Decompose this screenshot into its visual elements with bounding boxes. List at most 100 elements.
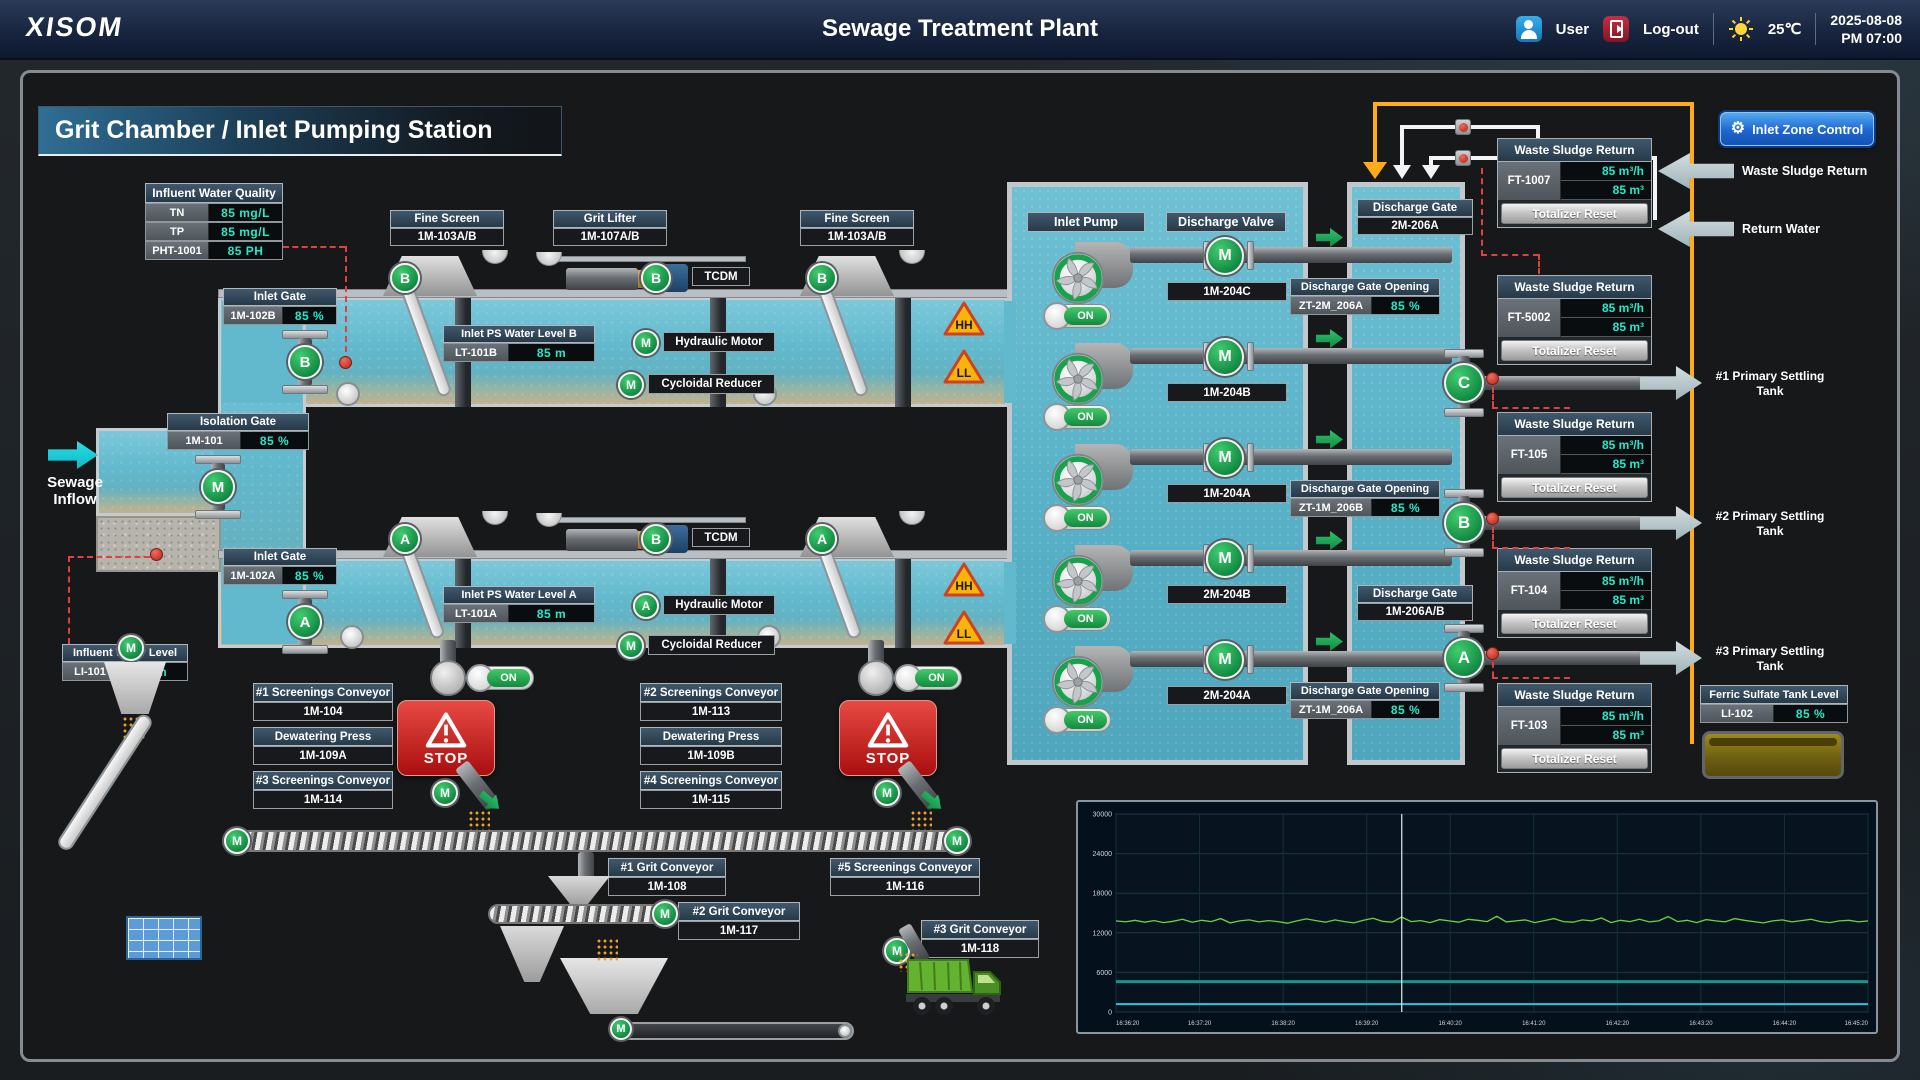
ll-alarm-icon: LL — [943, 349, 985, 384]
inlet-gate-b-valve[interactable]: B — [282, 330, 328, 394]
pump-on-toggle[interactable]: ON — [1043, 706, 1111, 734]
flow-meter-box: Waste Sludge Return FT-1007 85 m³/h 85 m… — [1497, 138, 1652, 228]
valve-badge: B — [1444, 503, 1484, 543]
valve-badge: B — [288, 345, 322, 379]
pump-impeller-icon[interactable] — [1050, 250, 1106, 306]
lifter-badge[interactable]: B — [641, 263, 671, 293]
user-label[interactable]: User — [1555, 20, 1590, 38]
tank-2-label: #2 Primary Settling Tank — [1715, 509, 1825, 538]
lifter-badge[interactable]: B — [641, 524, 671, 554]
tank-1-label: #1 Primary Settling Tank — [1715, 369, 1825, 398]
press-on-toggle[interactable]: ON — [894, 664, 962, 692]
discharge-valve-badge[interactable]: M — [1206, 338, 1244, 376]
dump-truck — [906, 959, 1001, 1015]
belt-pulley — [336, 382, 360, 406]
app-header: XISOM Sewage Treatment Plant User Log-ou… — [0, 0, 1920, 60]
cycloidal-reducer-badge[interactable]: M — [618, 372, 644, 398]
grit-lifter-id: 1M-107A/B — [553, 228, 667, 246]
press-drive — [430, 660, 466, 696]
screen-badge[interactable]: A — [390, 524, 420, 554]
meter-flow: 85 m³/h — [1561, 707, 1651, 726]
collection-crate — [126, 916, 202, 960]
wsr-title: Waste Sludge Return — [1498, 413, 1651, 436]
stop-label: STOP — [865, 749, 911, 767]
tank-pipe — [1478, 376, 1642, 390]
screw-motor-badge[interactable]: M — [652, 901, 678, 927]
belt-motor-badge[interactable]: M — [610, 1018, 632, 1040]
totalizer-reset-button[interactable]: Totalizer Reset — [1501, 203, 1648, 224]
meter-total: 85 m³ — [1561, 318, 1651, 337]
pump-impeller-icon[interactable] — [1050, 553, 1106, 609]
isolation-gate-title: Isolation Gate — [167, 413, 309, 431]
signal-line-orange — [1373, 104, 1377, 162]
discharge-valve-badge[interactable]: M — [1206, 641, 1244, 679]
tag-id: 1M-102B — [224, 307, 283, 324]
svg-text:16:38:20: 16:38:20 — [1271, 1021, 1295, 1027]
level-a-title: Inlet PS Water Level A — [443, 586, 595, 604]
meter-id: FT-5002 — [1498, 299, 1561, 337]
cycloidal-reducer-badge[interactable]: M — [618, 633, 644, 659]
screw-motor-badge[interactable]: M — [944, 828, 970, 854]
discharge-valve-badge[interactable]: M — [1206, 237, 1244, 275]
signal-dashed-red — [1481, 254, 1539, 256]
pump-id: 1M-204A — [1167, 484, 1287, 503]
pump-on-toggle[interactable]: ON — [1043, 302, 1111, 330]
toggle-on-label: ON — [1064, 307, 1107, 325]
pipe-line-white — [1536, 127, 1540, 140]
pump-impeller-icon[interactable] — [1050, 452, 1106, 508]
totalizer-reset-button[interactable]: Totalizer Reset — [1501, 340, 1648, 361]
pump-impeller-icon[interactable] — [1050, 351, 1106, 407]
pump-impeller-icon[interactable] — [1050, 654, 1106, 710]
hydraulic-motor-badge[interactable]: M — [633, 330, 659, 356]
cycloidal-reducer-label: Cycloidal Reducer — [648, 374, 775, 394]
pump-on-toggle[interactable]: ON — [1043, 605, 1111, 633]
screen-badge[interactable]: A — [807, 524, 837, 554]
tag-value: 85 % — [283, 307, 336, 324]
tcdm-label: TCDM — [692, 267, 750, 286]
sewage-inflow-label: Sewage Inflow — [47, 474, 103, 508]
sensor-dot — [150, 548, 163, 561]
screw-motor-badge[interactable]: M — [224, 828, 250, 854]
inlet-gate-a-valve[interactable]: A — [282, 590, 328, 654]
inlet-zone-control-button[interactable]: ⚙ Inlet Zone Control — [1720, 112, 1874, 146]
conveyor-box-id: 1M-108 — [608, 877, 726, 896]
press-on-toggle[interactable]: ON — [466, 664, 534, 692]
conveyor-box-title: #1 Grit Conveyor — [608, 858, 726, 877]
totalizer-reset-button[interactable]: Totalizer Reset — [1501, 477, 1648, 498]
tag-value: 85 m — [509, 344, 594, 361]
fine-screen-1-id: 1M-103A/B — [390, 228, 504, 246]
hydraulic-motor-badge[interactable]: A — [633, 593, 659, 619]
discharge-valve-badge[interactable]: M — [1206, 540, 1244, 578]
tank-valve-b[interactable]: B — [1438, 489, 1490, 557]
pump-on-toggle[interactable]: ON — [1043, 403, 1111, 431]
totalizer-reset-button[interactable]: Totalizer Reset — [1501, 613, 1648, 634]
valve-flange — [1247, 241, 1254, 270]
tank-pipe — [1478, 516, 1642, 530]
isolation-gate-valve[interactable]: M — [195, 455, 241, 519]
dgo-1-title: Discharge Gate Opening — [1290, 278, 1440, 296]
screen-badge[interactable]: B — [390, 263, 420, 293]
ferric-tank — [1702, 731, 1844, 779]
hopper-motor-badge[interactable]: M — [118, 635, 144, 661]
press-motor-badge[interactable]: M — [432, 780, 458, 806]
totalizer-reset-button[interactable]: Totalizer Reset — [1501, 748, 1648, 769]
stop-button[interactable]: STOP — [839, 700, 937, 776]
tank-valve-a[interactable]: A — [1438, 624, 1490, 692]
tank-3-label: #3 Primary Settling Tank — [1715, 644, 1825, 673]
discharge-valve-badge[interactable]: M — [1206, 439, 1244, 477]
divider — [1712, 13, 1714, 45]
pump-on-toggle[interactable]: ON — [1043, 504, 1111, 532]
screen-badge[interactable]: B — [807, 263, 837, 293]
press-motor-badge[interactable]: M — [874, 780, 900, 806]
wsr-title: Waste Sludge Return — [1498, 549, 1651, 572]
tank-valve-c[interactable]: C — [1438, 349, 1490, 417]
stop-button[interactable]: STOP — [397, 700, 495, 776]
logout-label[interactable]: Log-out — [1643, 20, 1699, 38]
bottom-channel-water — [218, 558, 1008, 648]
user-icon[interactable] — [1515, 16, 1542, 42]
logout-icon[interactable] — [1603, 16, 1630, 42]
tag-value: 85 % — [1372, 297, 1439, 314]
